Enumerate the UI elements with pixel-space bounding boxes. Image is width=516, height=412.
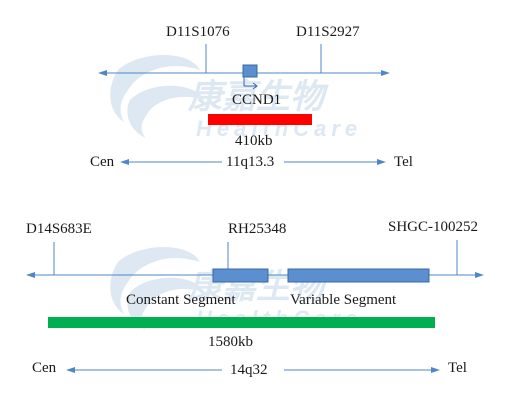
arrowhead-left-icon <box>66 367 75 373</box>
arrowhead-left-icon <box>120 159 129 165</box>
gene-label-ccnd1: CCND1 <box>232 92 281 108</box>
tel-label: Tel <box>448 360 467 376</box>
cen-label: Cen <box>32 360 57 376</box>
probe-bar-11q13 <box>208 114 312 125</box>
band-label-11q13-3: 11q13.3 <box>226 154 274 170</box>
arrowhead-left-icon <box>98 70 107 76</box>
tel-label: Tel <box>394 154 413 170</box>
segment-label-constant: Constant Segment <box>126 292 236 308</box>
band-axis <box>66 367 440 373</box>
marker-label-d11s1076: D11S1076 <box>166 24 230 40</box>
transcription-direction-arrow-icon <box>243 77 258 90</box>
panel-11q13: D11S1076 D11S2927 CCND1 410kb Cen 11q13.… <box>90 24 413 170</box>
marker-label-d11s2927: D11S2927 <box>296 24 360 40</box>
probe-bar-14q32 <box>48 317 435 328</box>
probe-size-label: 410kb <box>235 133 273 149</box>
probe-size-label: 1580kb <box>208 334 253 350</box>
marker-label-d14s683e: D14S683E <box>26 221 92 237</box>
cen-label: Cen <box>90 154 115 170</box>
arrowhead-right-icon <box>377 159 386 165</box>
band-axis <box>120 159 386 165</box>
arrowhead-left-icon <box>26 272 35 278</box>
band-label-14q32: 14q32 <box>230 362 268 378</box>
watermark-logo-icon <box>110 247 204 330</box>
arrowhead-right-icon <box>475 272 484 278</box>
variable-segment-box <box>287 268 430 283</box>
arrowhead-right-icon <box>431 367 440 373</box>
watermark-logo-icon <box>110 55 204 138</box>
arrowhead-right-icon <box>381 70 390 76</box>
watermark-cn-text: 康嘉生物 <box>187 78 329 116</box>
panel-14q32: D14S683E RH25348 SHGC-100252 Constant Se… <box>26 219 484 378</box>
segment-label-variable: Variable Segment <box>290 292 397 308</box>
watermark-1: 康嘉生物 HealthCare <box>110 55 357 141</box>
marker-label-rh25348: RH25348 <box>228 221 286 237</box>
ccnd1-gene-box <box>242 64 258 78</box>
constant-segment-box <box>212 268 269 283</box>
marker-label-shgc-100252: SHGC-100252 <box>388 219 478 235</box>
